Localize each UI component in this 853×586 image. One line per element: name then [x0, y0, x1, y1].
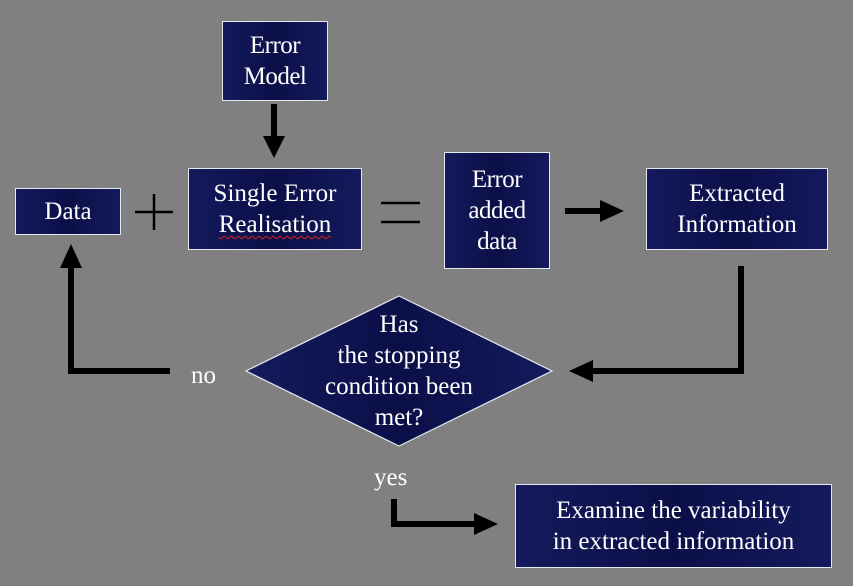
plus-operator	[135, 194, 173, 230]
single-error-realisation-box: Single Error Realisation	[188, 168, 362, 250]
data-label: Data	[44, 197, 92, 225]
decision-diamond	[244, 295, 554, 447]
equals-operator	[381, 201, 420, 224]
data-box: Data	[15, 188, 121, 235]
extracted-information-box: Extracted Information	[646, 168, 828, 250]
yes-label: yes	[374, 464, 408, 491]
no-label: no	[191, 362, 216, 389]
decision-label: Has the stopping condition been met?	[325, 311, 473, 431]
examine-variability-label: Examine the variability in extracted inf…	[552, 496, 795, 555]
examine-variability-box: Examine the variability in extracted inf…	[515, 484, 832, 568]
error-added-data-label: Error added data	[468, 165, 526, 256]
error-model-label: Error Model	[243, 31, 307, 90]
error-model-box: Error Model	[222, 21, 328, 101]
arrow-no-to-data	[60, 244, 170, 374]
arrow-extracted-to-decision	[569, 266, 744, 382]
single-error-label-line2: Realisation	[218, 211, 332, 238]
decision-text: Has the stopping condition been met?	[246, 296, 552, 446]
arrow-yes-to-examine	[391, 499, 498, 535]
error-added-data-box: Error added data	[444, 152, 550, 269]
arrow-erroradded-to-extracted	[565, 200, 624, 222]
extracted-information-label: Extracted Information	[677, 179, 797, 238]
single-error-label-line1: Single Error	[213, 179, 337, 207]
arrow-errormodel-to-realisation	[263, 104, 285, 158]
